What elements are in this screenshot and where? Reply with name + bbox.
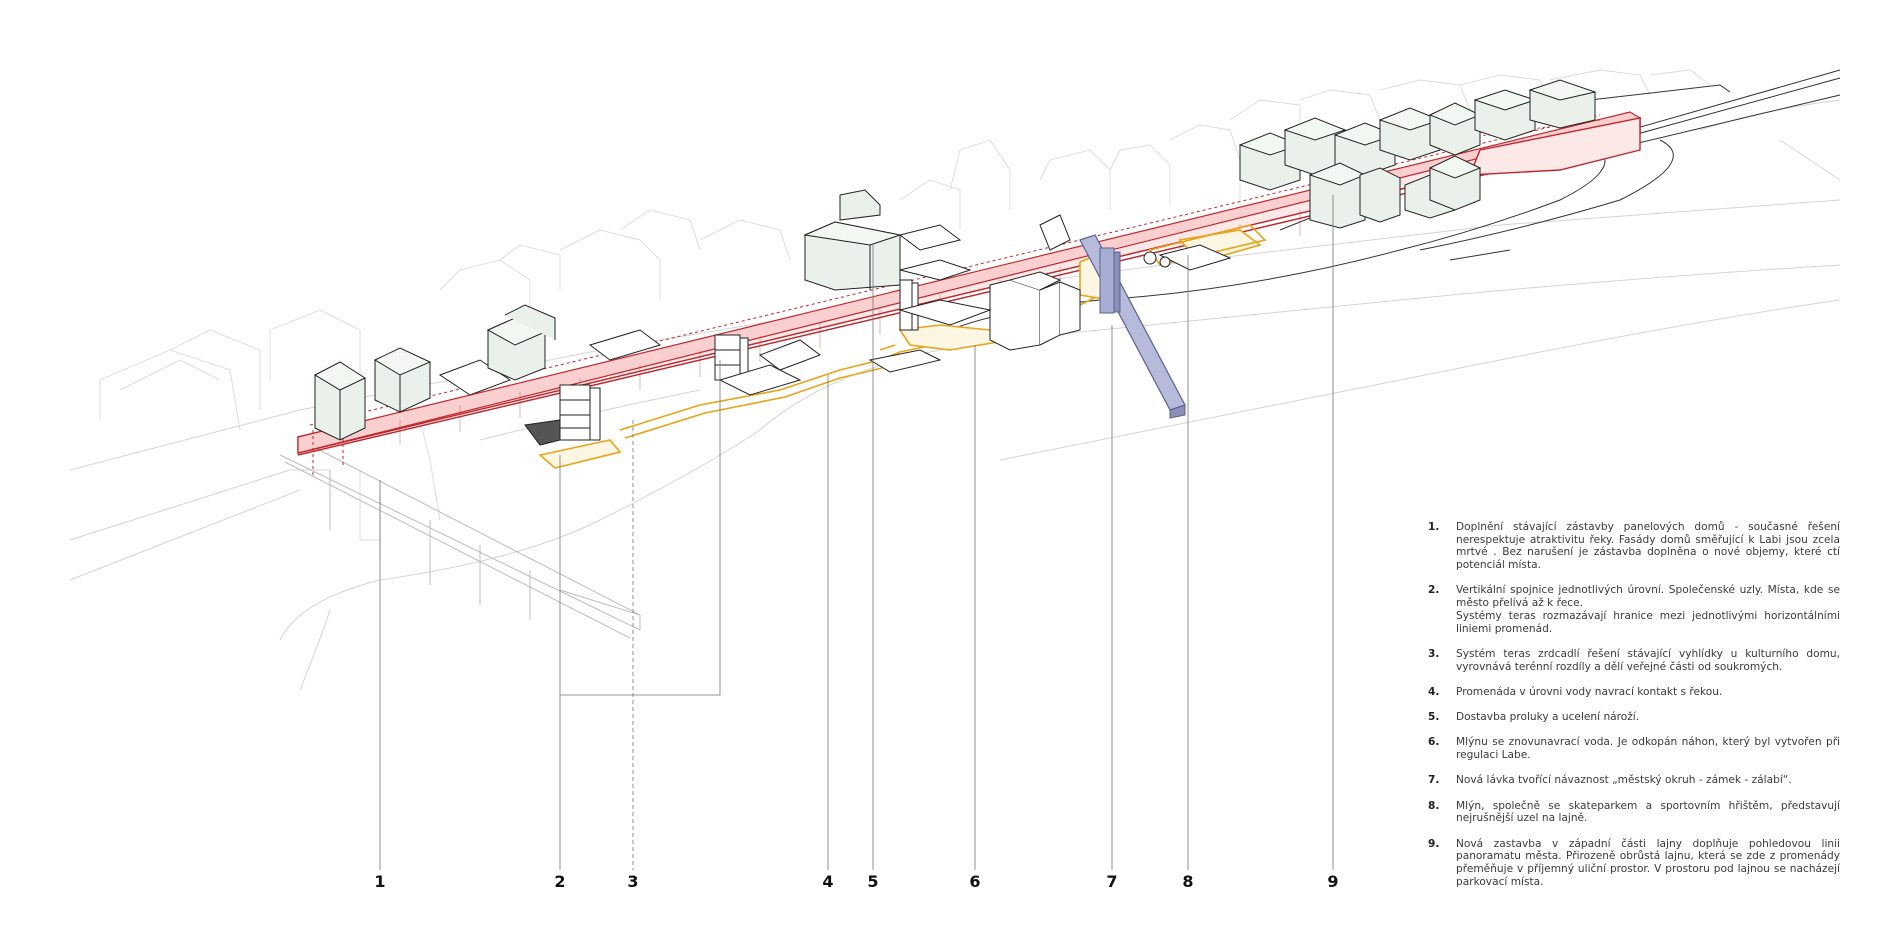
legend-item: 7. Nová lávka tvořící návaznost „městský … (1420, 774, 1840, 787)
legend-item-text: Mlýnu se znovunavrací voda. Je odkopán n… (1456, 736, 1840, 762)
legend-item-text: Nová zastavba v západní části lajny dopl… (1456, 837, 1840, 888)
railway-tracks (949, 69, 1841, 331)
legend-item-number: 3. (1428, 647, 1440, 660)
legend-item-text: Nová lávka tvořící návaznost „městský ok… (1456, 774, 1792, 787)
legend-item-number: 6. (1428, 736, 1440, 749)
mill-complex (898, 244, 1232, 351)
new-footbridge (1079, 234, 1186, 419)
legend-item-number: 2. (1428, 584, 1440, 597)
callout-number-1: 1 (374, 872, 386, 891)
legend-item-number: 7. (1428, 774, 1440, 787)
terraces (438, 214, 1071, 396)
legend-item-number: 4. (1428, 685, 1440, 698)
existing-road-bridge (279, 439, 641, 639)
callout-number-3: 3 (627, 872, 639, 891)
legend-item: 4. Promenáda v úrovni vody navrací kontak… (1420, 686, 1840, 699)
callout-number-9: 9 (1327, 872, 1339, 891)
legend-item: 9. Nová zastavba v západní části lajny do… (1420, 838, 1840, 889)
legend-item-text: Systém teras zrdcadlí řešení stávající v… (1456, 647, 1840, 673)
legend-item: 8. Mlýn, společně se skateparkem a sporto… (1420, 800, 1840, 825)
callout-number-2: 2 (554, 872, 566, 891)
callout-number-7: 7 (1106, 872, 1118, 891)
legend-item: 3. Systém teras zrdcadlí řešení stávající… (1420, 648, 1840, 673)
legend-item-text: Promenáda v úrovni vody navrací kontakt … (1456, 685, 1723, 698)
legend-item-text: Vertikální spojnice jednotlivých úrovní.… (1456, 584, 1840, 635)
callout-leaders (379, 195, 1334, 870)
legend-item-number: 1. (1428, 521, 1440, 533)
legend-item-text: Doplnění stávající zástavby panelových d… (1456, 521, 1840, 572)
legend-item-text: Dostavba proluky a ucelení nároží. (1456, 711, 1640, 724)
legend-list: 1. Doplnění stávající zástavby panelových… (1420, 521, 1840, 901)
proposed-buildings (313, 79, 1597, 441)
legend-item: 2. Vertikální spojnice jednotlivých úrovn… (1420, 584, 1840, 635)
legend-item: 6. Mlýnu se znovunavrací voda. Je odkopán… (1420, 736, 1840, 761)
legend-item: 5. Dostavba proluky a ucelení nároží. (1420, 711, 1840, 724)
legend-item: 1. Doplnění stávající zástavby panelových… (1420, 521, 1840, 572)
callout-number-6: 6 (969, 872, 981, 891)
legend-item-number: 8. (1428, 799, 1440, 812)
callout-number-8: 8 (1182, 872, 1194, 891)
callout-number-5: 5 (867, 872, 879, 891)
legend-item-number: 5. (1428, 711, 1440, 724)
callout-number-4: 4 (822, 872, 834, 891)
legend-item-number: 9. (1428, 837, 1440, 850)
legend-item-text: Mlýn, společně se skateparkem a sportovn… (1456, 799, 1840, 825)
